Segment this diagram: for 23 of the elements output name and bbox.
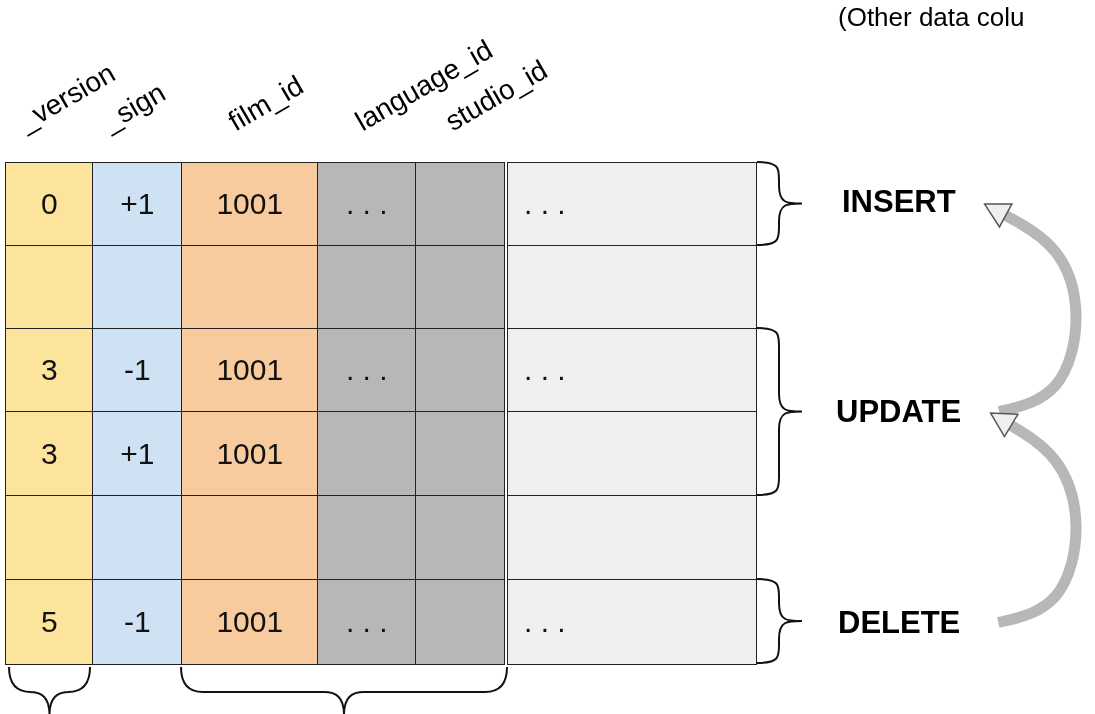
table-cell: -1 [92, 579, 183, 665]
table-cell: 3 [5, 328, 94, 413]
table-cell: 1001 [181, 411, 319, 497]
table-cell: 5 [5, 579, 94, 665]
table-cell: +1 [92, 411, 183, 497]
table-cell: . . . [507, 162, 757, 247]
table-cell: 1001 [181, 162, 319, 247]
operation-label: INSERT [842, 186, 956, 217]
table-cell: 1001 [181, 328, 319, 413]
table-cell: . . . [317, 328, 417, 413]
table-cell: 3 [5, 411, 94, 497]
table-cell: 0 [5, 162, 94, 247]
curved-arrow [989, 412, 1082, 628]
table-cell: . . . [317, 579, 417, 665]
table-cell: . . . [507, 579, 757, 665]
table-cell: -1 [92, 328, 183, 413]
table-cell: . . . [507, 328, 757, 413]
operation-label: DELETE [838, 607, 961, 638]
operation-label: UPDATE [836, 396, 962, 427]
note: (Other data colu [838, 2, 1025, 33]
table-cell: . . . [317, 162, 417, 247]
table-cell: +1 [92, 162, 183, 247]
table-cell: 1001 [181, 579, 319, 665]
